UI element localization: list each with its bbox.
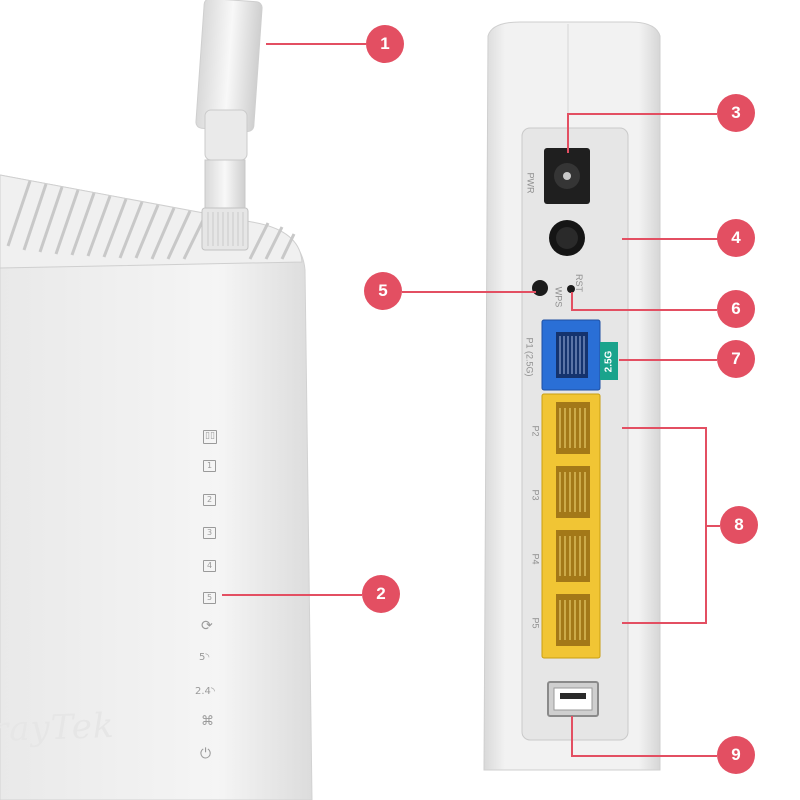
- lan1-icon: 1: [203, 460, 216, 472]
- vpn-icon: ⌘: [201, 714, 214, 729]
- callout-2: 2: [362, 575, 400, 613]
- line-2: [222, 594, 362, 596]
- yellow-port-block: [541, 393, 601, 659]
- line-9-v: [571, 716, 573, 756]
- line-3-v: [567, 113, 569, 153]
- line-7: [619, 359, 717, 361]
- sim-icon: ▯▯: [203, 430, 217, 444]
- rst-hole-shape: [567, 285, 575, 293]
- lan4-icon: 4: [203, 560, 216, 572]
- brand-logo: rayTek: [0, 705, 116, 751]
- port-p5-label: P5: [530, 617, 541, 629]
- callout-1: 1: [366, 25, 404, 63]
- line-9-h: [571, 755, 717, 757]
- port-p2-label: P2: [530, 425, 541, 437]
- port-p1-label: P1 (2.5G): [524, 337, 535, 377]
- pwr-label: PWR: [525, 172, 536, 194]
- wps-label: WPS: [553, 286, 564, 308]
- yellow-port-jacks: [556, 402, 590, 646]
- line-6-h: [571, 309, 717, 311]
- wifi-5g-label: 5: [199, 652, 206, 663]
- callout-6: 6: [717, 290, 755, 328]
- line-6-v: [571, 292, 573, 310]
- callout-5: 5: [364, 272, 402, 310]
- line-1: [266, 43, 366, 45]
- lan3-icon: 3: [203, 527, 216, 539]
- line-8-bot: [622, 622, 706, 624]
- router-front-body: [0, 174, 313, 800]
- wifi-5g-icon: 5◝: [199, 652, 210, 663]
- power-icon: ⏻: [200, 746, 212, 762]
- callout-9: 9: [717, 736, 755, 774]
- line-5: [402, 291, 536, 293]
- lan5-icon: 5: [203, 592, 216, 604]
- callout-3: 3: [717, 94, 755, 132]
- line-3-h: [567, 113, 717, 115]
- wps-button-shape: [532, 280, 548, 296]
- callout-7: 7: [717, 340, 755, 378]
- port-p3-label: P3: [530, 489, 541, 501]
- antenna: [195, 0, 263, 251]
- line-4: [622, 238, 718, 240]
- badge-2-5g-text: 2.5G: [603, 350, 615, 372]
- vent-slots: [6, 180, 296, 260]
- line-8-top: [622, 427, 706, 429]
- callout-4: 4: [717, 219, 755, 257]
- rst-label: RST: [574, 274, 584, 292]
- wifi-24g-icon: 2.4◝: [195, 686, 215, 697]
- lan2-icon: 2: [203, 494, 216, 506]
- callout-8: 8: [720, 506, 758, 544]
- badge-2-5g: 2.5G: [600, 342, 618, 380]
- line-8-out: [706, 525, 720, 527]
- port-p4-label: P4: [530, 553, 541, 565]
- internet-icon: ⟳: [201, 618, 213, 634]
- wifi-24g-label: 2.4: [195, 686, 211, 697]
